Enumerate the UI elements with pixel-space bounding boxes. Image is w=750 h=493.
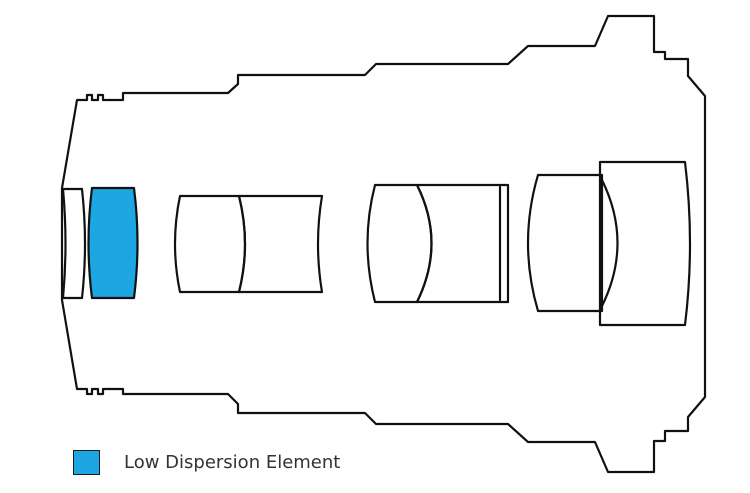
lens-element-5	[366, 183, 433, 304]
legend-swatch	[73, 450, 100, 475]
lens-element-2-low-dispersion	[87, 186, 139, 300]
lens-element-7	[526, 173, 604, 313]
lens-barrel-outline	[60, 14, 707, 474]
lens-element-3	[173, 194, 247, 294]
lens-element-8	[600, 178, 619, 308]
lens-element-6	[415, 183, 510, 304]
lens-element-4	[237, 194, 324, 294]
legend-label: Low Dispersion Element	[124, 452, 341, 473]
lens-element-9	[598, 160, 692, 327]
lens-element-1	[61, 187, 87, 300]
